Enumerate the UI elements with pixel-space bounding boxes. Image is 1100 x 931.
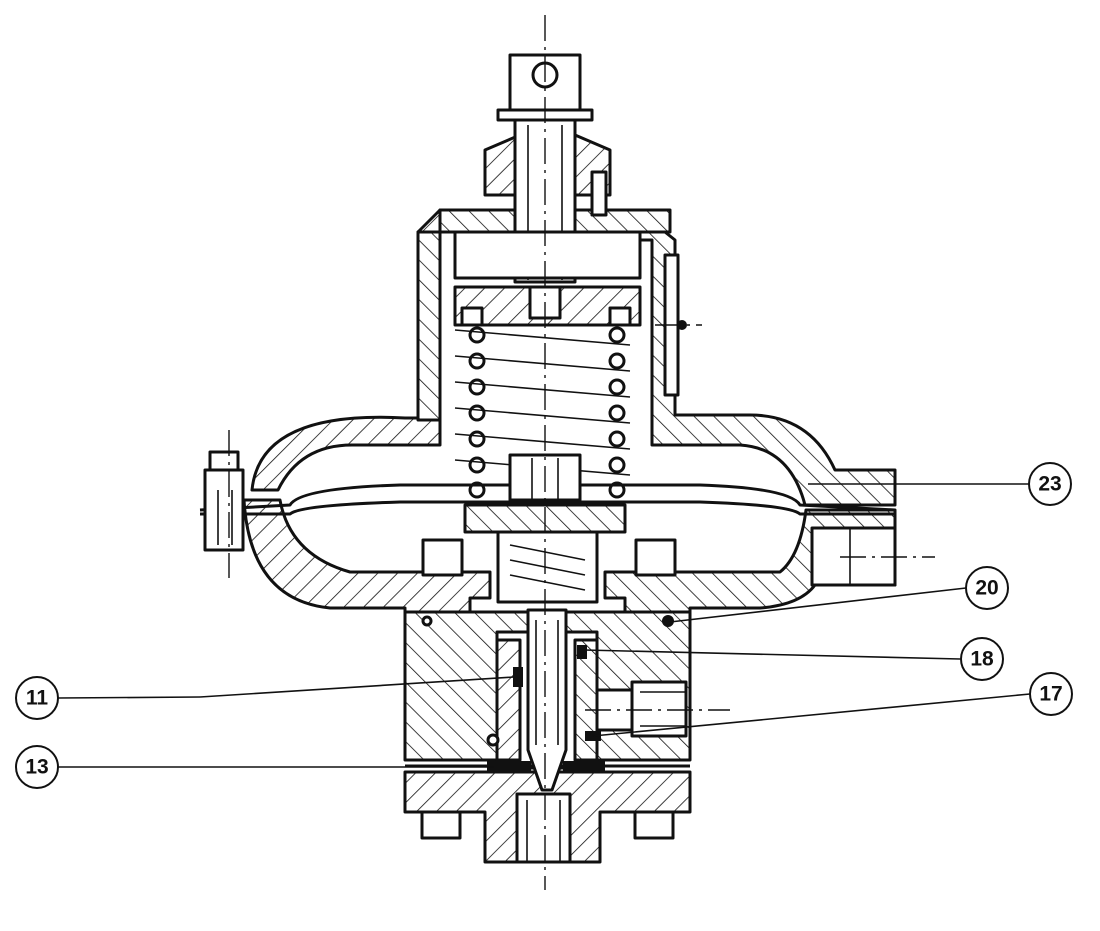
callout-13: 13: [15, 745, 59, 789]
adjusting-screw: [453, 53, 642, 284]
valve-stem-assembly: [421, 608, 674, 792]
spring-and-plate: [453, 285, 642, 499]
lower-diaphragm-housing: [242, 498, 897, 614]
callout-label: 11: [26, 687, 49, 710]
callout-label: 20: [975, 577, 998, 600]
callout-20: 20: [965, 566, 1009, 610]
callout-circle: [965, 566, 1009, 610]
callout-circle: [960, 637, 1004, 681]
leader-lines: [57, 483, 1031, 768]
callout-circle: [1028, 462, 1072, 506]
callout-label: 13: [25, 756, 48, 779]
callout-17: 17: [1029, 672, 1073, 716]
callout-circle: [15, 676, 59, 720]
callout-11: 11: [15, 676, 59, 720]
callout-label: 17: [1039, 683, 1062, 706]
callout-circle: [15, 745, 59, 789]
callout-circle: [1029, 672, 1073, 716]
center-lines: [228, 15, 935, 890]
callout-23: 23: [1028, 462, 1072, 506]
callout-18: 18: [960, 637, 1004, 681]
bottom-flange: [403, 764, 692, 864]
callout-label: 18: [970, 648, 994, 671]
callout-label: 23: [1038, 473, 1061, 496]
main-spring: [454, 326, 631, 499]
